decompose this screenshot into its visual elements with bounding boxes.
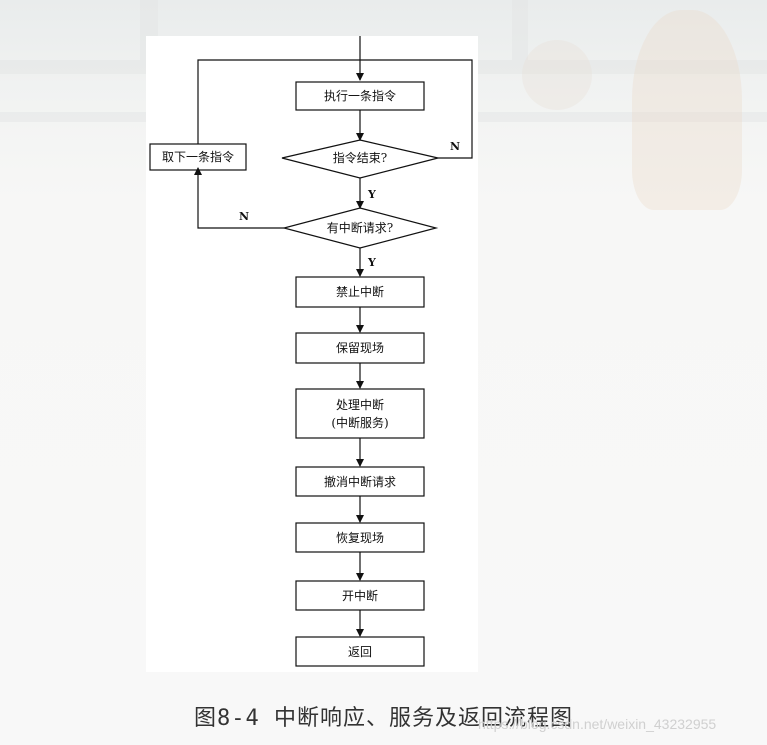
box-fetch-next-instruction <box>149 143 247 171</box>
handle-label-line2: (中断服务) <box>331 415 388 430</box>
flowchart-diagram: 执行一条指令 取下一条指令 指令结束? 有中断请求? 禁止中断 保留现场 处理中… <box>149 36 473 667</box>
save-label: 保留现场 <box>336 341 384 355</box>
interrupt-no-label: N <box>239 210 249 223</box>
interrupt-check-label: 有中断请求? <box>327 220 393 235</box>
diamond-interrupt-request <box>281 207 439 249</box>
watermark-url: https://blog.csdn.net/weixin_43232955 <box>478 716 717 732</box>
disable-label: 禁止中断 <box>336 284 384 299</box>
loop-end-check-no <box>360 59 473 159</box>
box-return <box>295 636 425 667</box>
box-disable-interrupt <box>295 276 425 308</box>
figure-panel: 执行一条指令 取下一条指令 指令结束? 有中断请求? 禁止中断 保留现场 处理中… <box>146 36 478 672</box>
box-cancel-request <box>295 466 425 497</box>
end-check-no-label: N <box>450 140 460 153</box>
fetch-next-label: 取下一条指令 <box>162 149 234 164</box>
box-handle-interrupt <box>295 388 425 439</box>
figure-caption: 图8-4 中断响应、服务及返回流程图 <box>194 706 573 731</box>
background-figurine <box>632 10 742 210</box>
end-check-label: 指令结束? <box>333 150 387 165</box>
enable-label: 开中断 <box>342 588 378 603</box>
background-figurine <box>522 40 592 110</box>
execute-label: 执行一条指令 <box>324 88 396 103</box>
diamond-instruction-end <box>281 139 439 179</box>
interrupt-yes-label: Y <box>367 256 376 269</box>
handle-label-line1: 处理中断 <box>336 397 384 412</box>
box-restore-context <box>295 522 425 553</box>
box-save-context <box>295 332 425 364</box>
restore-label: 恢复现场 <box>336 531 384 545</box>
return-label: 返回 <box>348 645 372 659</box>
end-check-yes-label: Y <box>367 188 376 201</box>
background-window-frame <box>512 0 528 60</box>
arrow-interrupt-no-to-fetch <box>194 167 284 229</box>
arrow-fetch-to-top <box>197 59 360 144</box>
cancel-label: 撤消中断请求 <box>324 474 396 489</box>
box-execute-instruction <box>295 81 425 111</box>
box-enable-interrupt <box>295 580 425 611</box>
